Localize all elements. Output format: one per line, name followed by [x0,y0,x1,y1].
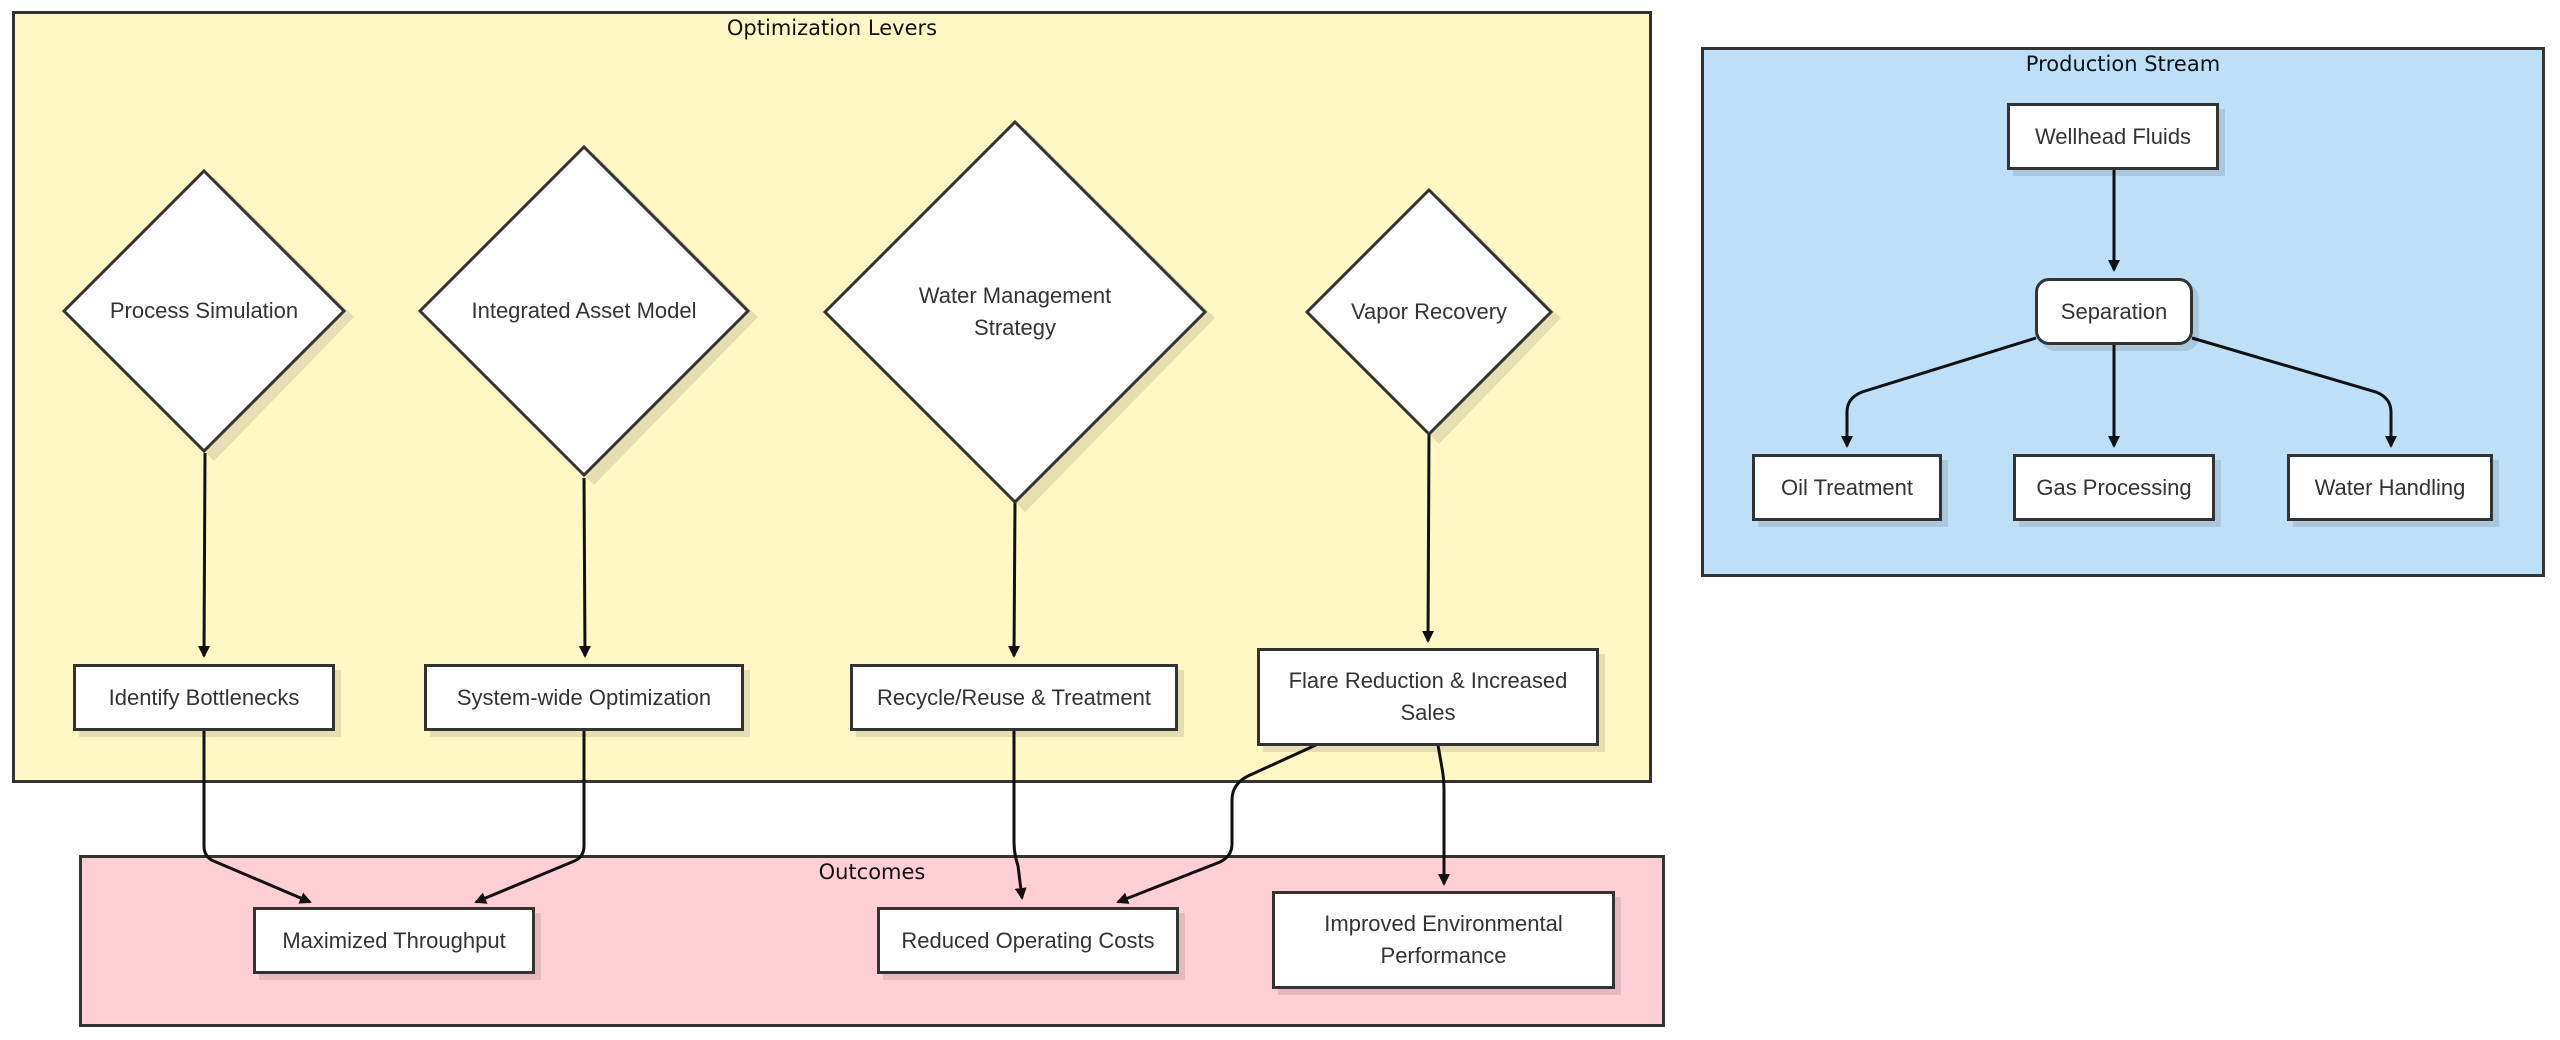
node-improved-environmental-performance[interactable]: Improved Environmental Performance [1272,891,1615,989]
group-title-levers: Optimization Levers [726,16,938,40]
node-recycle-reuse-treatment[interactable]: Recycle/Reuse & Treatment [850,664,1178,731]
diamond-shape [822,119,1215,512]
group-title-stream: Production Stream [2025,52,2221,76]
node-flare-reduction-label: Flare Reduction & Increased Sales [1288,668,1568,725]
node-oil-treatment-label: Oil Treatment [1780,474,1914,500]
decision-integrated-asset-model-label: Integrated Asset Model [471,298,697,324]
node-water-handling[interactable]: Water Handling [2287,454,2493,521]
diamond-shape [1304,187,1561,444]
node-system-wide-optimization[interactable]: System-wide Optimization [424,664,744,731]
node-system-wide-optimization-label: System-wide Optimization [456,684,712,710]
node-separation-label: Separation [2060,298,2168,324]
decision-process-simulation-label: Process Simulation [109,298,299,324]
diamond-shape [417,144,758,485]
node-identify-bottlenecks-label: Identify Bottlenecks [108,684,300,710]
decision-vapor-recovery[interactable]: Vapor Recovery [1304,187,1561,444]
node-separation[interactable]: Separation [2035,278,2193,345]
decision-integrated-asset-model[interactable]: Integrated Asset Model [417,144,758,485]
node-gas-processing[interactable]: Gas Processing [2013,454,2215,521]
node-reduced-operating-costs-label: Reduced Operating Costs [901,927,1155,953]
decision-water-management-strategy-label: Water Management Strategy [918,283,1112,340]
node-reduced-operating-costs[interactable]: Reduced Operating Costs [877,907,1179,974]
node-wellhead-fluids-label: Wellhead Fluids [2034,123,2192,149]
node-recycle-reuse-treatment-label: Recycle/Reuse & Treatment [877,684,1151,710]
decision-water-management-strategy[interactable]: Water Management Strategy [822,119,1215,512]
node-maximized-throughput-label: Maximized Throughput [282,927,506,953]
decision-vapor-recovery-label: Vapor Recovery [1350,299,1508,325]
group-title-outcomes: Outcomes [818,860,926,884]
node-improved-environmental-performance-label: Improved Environmental Performance [1324,911,1563,968]
node-oil-treatment[interactable]: Oil Treatment [1752,454,1942,521]
node-flare-reduction[interactable]: Flare Reduction & Increased Sales [1257,648,1599,746]
node-water-handling-label: Water Handling [2314,474,2466,500]
node-identify-bottlenecks[interactable]: Identify Bottlenecks [73,664,335,731]
node-maximized-throughput[interactable]: Maximized Throughput [253,907,535,974]
decision-process-simulation[interactable]: Process Simulation [61,168,354,461]
node-gas-processing-label: Gas Processing [2036,474,2192,500]
node-wellhead-fluids[interactable]: Wellhead Fluids [2007,103,2219,170]
diamond-shape [61,168,354,461]
